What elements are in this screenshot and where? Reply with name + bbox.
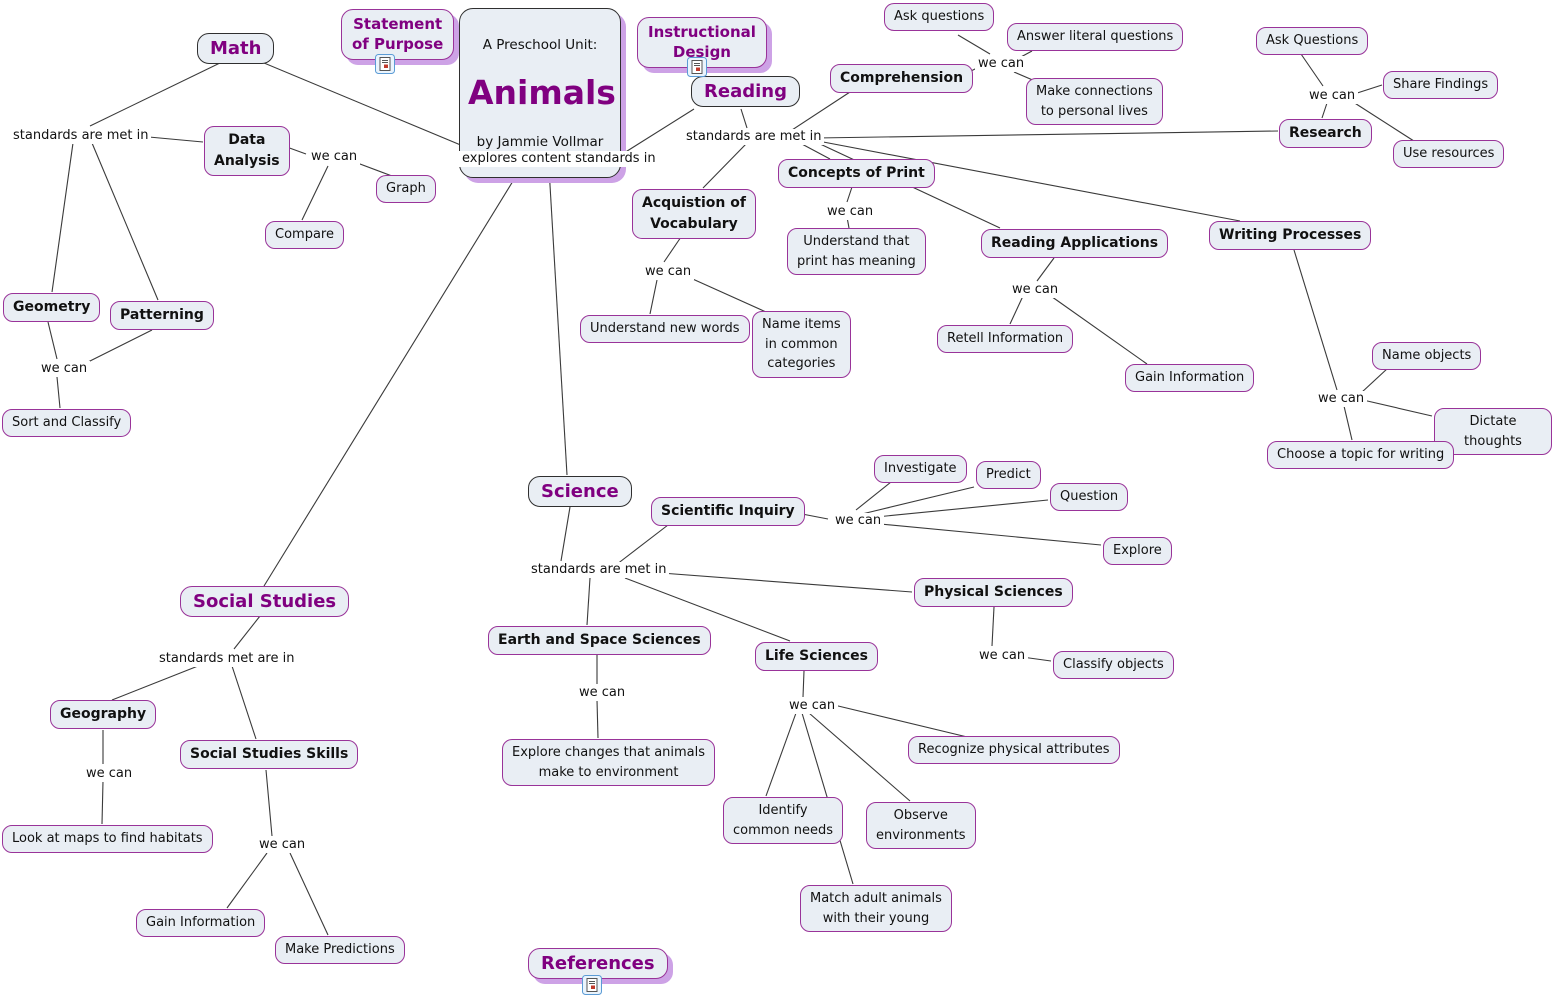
node-earth-space-sciences[interactable]: Earth and Space Sciences — [488, 626, 711, 655]
unit-kicker: A Preschool Unit: — [482, 36, 598, 53]
node-observe-environments[interactable]: Observe environments — [866, 802, 976, 849]
node-explore-changes-environment[interactable]: Explore changes that animals make to env… — [502, 739, 716, 786]
link-label-we-can-earth[interactable]: we can — [576, 685, 629, 701]
node-question[interactable]: Question — [1050, 483, 1129, 511]
node-understand-print-meaning[interactable]: Understand that print has meaning — [787, 228, 926, 275]
node-answer-literal-questions[interactable]: Answer literal questions — [1007, 23, 1184, 51]
node-reading-applications[interactable]: Reading Applications — [981, 229, 1169, 258]
resource-icon-references[interactable] — [582, 975, 602, 995]
node-explore[interactable]: Explore — [1103, 537, 1172, 565]
node-references[interactable]: References — [528, 948, 668, 980]
node-reading[interactable]: Reading — [691, 76, 800, 108]
node-retell-information[interactable]: Retell Information — [937, 325, 1074, 353]
node-recognize-physical-attributes[interactable]: Recognize physical attributes — [908, 736, 1120, 764]
node-scientific-inquiry[interactable]: Scientific Inquiry — [651, 497, 805, 526]
node-patterning[interactable]: Patterning — [110, 301, 214, 330]
resource-icon-instructional[interactable] — [687, 57, 707, 77]
node-identify-common-needs[interactable]: Identify common needs — [723, 797, 844, 844]
link-label-we-can-acquistion[interactable]: we can — [642, 264, 695, 280]
link-label-standards-met-science[interactable]: standards are met in — [528, 562, 670, 578]
link-label-standards-met-ss[interactable]: standards met are in — [156, 651, 298, 667]
link-label-we-can-life[interactable]: we can — [786, 698, 839, 714]
node-share-findings[interactable]: Share Findings — [1383, 71, 1499, 99]
link-label-we-can-writing[interactable]: we can — [1315, 391, 1368, 407]
node-make-connections[interactable]: Make connections to personal lives — [1026, 78, 1163, 125]
node-choose-topic-writing[interactable]: Choose a topic for writing — [1267, 441, 1455, 469]
node-ask-questions-research[interactable]: Ask Questions — [1256, 27, 1369, 55]
node-name-items-common-categories[interactable]: Name items in common categories — [752, 311, 851, 378]
node-sort-and-classify[interactable]: Sort and Classify — [2, 409, 132, 437]
node-understand-new-words[interactable]: Understand new words — [580, 315, 750, 343]
node-research[interactable]: Research — [1279, 119, 1372, 148]
link-label-we-can-geography[interactable]: we can — [83, 766, 136, 782]
node-data-analysis[interactable]: Data Analysis — [204, 126, 290, 176]
node-dictate-thoughts[interactable]: Dictate thoughts — [1434, 408, 1552, 455]
node-acquistion-of-vocabulary[interactable]: Acquistion of Vocabulary — [632, 189, 756, 239]
node-statement-of-purpose[interactable]: Statement of Purpose — [341, 9, 455, 60]
node-geography[interactable]: Geography — [50, 700, 157, 729]
node-concepts-of-print[interactable]: Concepts of Print — [778, 159, 935, 188]
node-predict[interactable]: Predict — [976, 461, 1041, 489]
link-label-we-can-scientific-inquiry[interactable]: we can — [832, 513, 885, 529]
node-graph[interactable]: Graph — [376, 175, 436, 203]
link-label-we-can-comprehension[interactable]: we can — [975, 56, 1028, 72]
node-social-studies[interactable]: Social Studies — [180, 586, 350, 618]
link-label-we-can-concepts-print[interactable]: we can — [824, 204, 877, 220]
resource-icon-statement[interactable] — [375, 54, 395, 74]
node-gain-information-ss[interactable]: Gain Information — [136, 909, 266, 937]
node-writing-processes[interactable]: Writing Processes — [1209, 221, 1372, 250]
link-label-explores-content-standards[interactable]: explores content standards in — [459, 151, 659, 167]
node-use-resources[interactable]: Use resources — [1393, 140, 1505, 168]
node-match-adult-animals[interactable]: Match adult animals with their young — [800, 885, 952, 932]
node-classify-objects[interactable]: Classify objects — [1053, 651, 1174, 679]
node-investigate[interactable]: Investigate — [874, 455, 967, 483]
node-compare[interactable]: Compare — [265, 221, 344, 249]
node-science[interactable]: Science — [528, 476, 632, 508]
link-label-we-can-reading-apps[interactable]: we can — [1009, 282, 1062, 298]
node-life-sciences[interactable]: Life Sciences — [755, 642, 878, 671]
node-make-predictions[interactable]: Make Predictions — [275, 936, 405, 964]
node-math[interactable]: Math — [197, 33, 275, 65]
node-name-objects[interactable]: Name objects — [1372, 342, 1482, 370]
node-ask-questions-comprehension[interactable]: Ask questions — [884, 3, 995, 31]
link-label-standards-met-reading[interactable]: standards are met in — [683, 129, 825, 145]
link-label-we-can-data[interactable]: we can — [308, 149, 361, 165]
unit-title-text: Animals — [468, 73, 616, 113]
node-unit-title[interactable]: A Preschool Unit: Animals by Jammie Voll… — [459, 8, 621, 179]
unit-byline: by Jammie Vollmar — [476, 133, 604, 150]
link-label-we-can-research[interactable]: we can — [1306, 88, 1359, 104]
node-geometry[interactable]: Geometry — [3, 293, 101, 322]
link-label-we-can-ss-skills[interactable]: we can — [256, 837, 309, 853]
link-label-we-can-geometry[interactable]: we can — [38, 361, 91, 377]
node-physical-sciences[interactable]: Physical Sciences — [914, 578, 1073, 607]
link-label-standards-met-math[interactable]: standards are met in — [10, 128, 152, 144]
node-comprehension[interactable]: Comprehension — [830, 64, 974, 93]
node-gain-information-reading[interactable]: Gain Information — [1125, 364, 1255, 392]
node-look-at-maps[interactable]: Look at maps to find habitats — [2, 825, 213, 853]
node-social-studies-skills[interactable]: Social Studies Skills — [180, 740, 359, 769]
link-label-we-can-physical[interactable]: we can — [976, 648, 1029, 664]
